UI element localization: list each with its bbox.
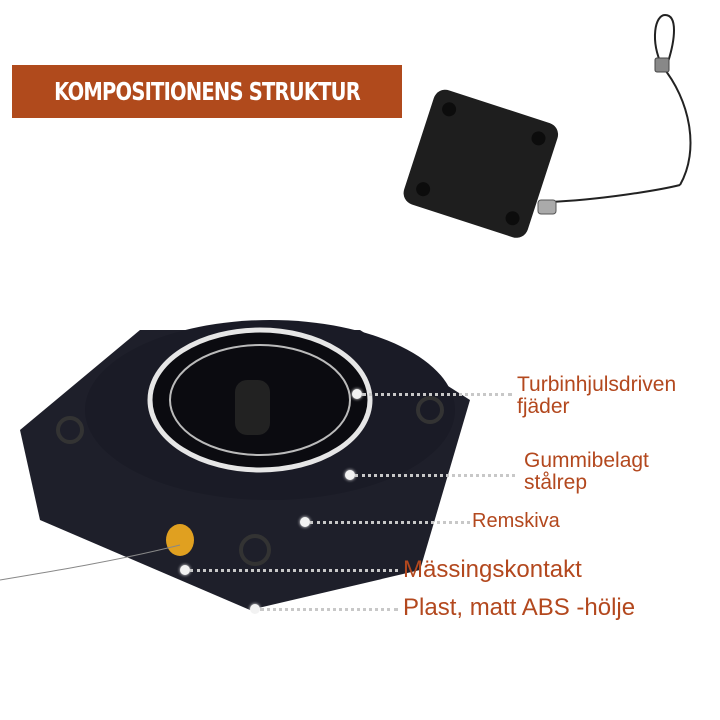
label-pulley-line1: Remskiva — [472, 510, 560, 532]
callout-dot-spring — [352, 389, 362, 399]
callout-dot-pulley — [300, 517, 310, 527]
callout-line-rope — [355, 474, 515, 477]
callout-dot-housing — [250, 604, 260, 614]
label-spring: Turbinhjulsdriven fjäder — [517, 373, 677, 419]
label-housing-line1: Plast, matt ABS -hölje — [403, 594, 636, 621]
label-pulley: Remskiva — [472, 511, 560, 532]
label-spring-line2: fjäder — [517, 395, 570, 419]
device-diagram — [0, 320, 470, 610]
label-rope: Gummibelagt stålrep — [524, 449, 649, 495]
label-spring-line1: Turbinhjulsdriven — [517, 373, 677, 396]
title-text: KOMPOSITIONENS STRUKTUR — [54, 77, 361, 106]
callout-line-brass — [190, 569, 398, 572]
label-brass: Mässingskontakt — [403, 557, 582, 582]
callout-dot-rope — [345, 470, 355, 480]
label-brass-line1: Mässingskontakt — [403, 556, 582, 583]
label-rope-line1: Gummibelagt — [524, 449, 649, 472]
label-rope-line2: stålrep — [524, 471, 588, 495]
callout-dot-brass — [180, 565, 190, 575]
product-photo — [403, 13, 692, 238]
callout-line-pulley — [310, 521, 470, 524]
callout-line-spring — [362, 393, 512, 396]
title-banner: KOMPOSITIONENS STRUKTUR — [12, 65, 402, 118]
callout-line-housing — [260, 608, 398, 611]
label-housing: Plast, matt ABS -hölje — [403, 595, 635, 620]
